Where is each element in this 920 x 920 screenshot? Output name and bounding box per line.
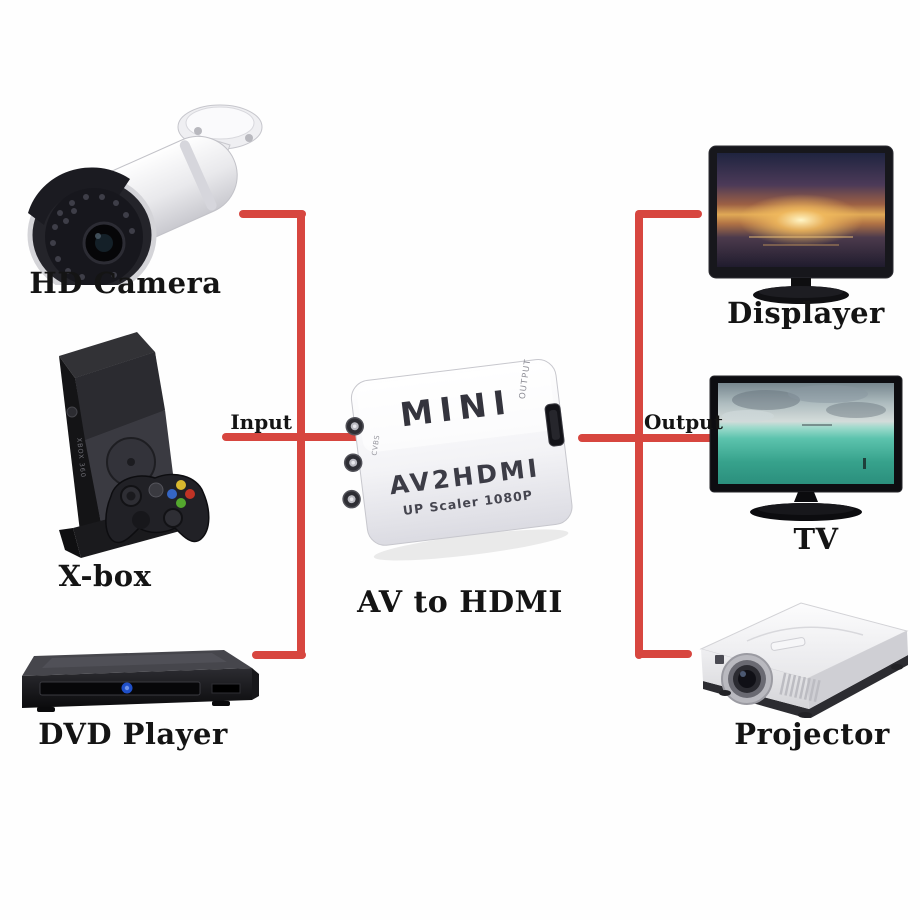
xbox-console: XBOX 360 xyxy=(59,332,191,558)
converter-input-port-label: CVBS xyxy=(371,434,382,456)
tv-neck xyxy=(794,492,818,502)
tv-image xyxy=(709,375,903,521)
dvd-player-label: DVD Player xyxy=(38,717,228,751)
dvd-player-image xyxy=(22,650,259,712)
right-analog-stick xyxy=(163,508,183,528)
projector-vents xyxy=(779,672,821,703)
ir-led-dots xyxy=(50,194,135,284)
converter-image: MINI AV2HDMI UP Scaler 1080P CVBS OUTPUT xyxy=(342,358,573,561)
input-line-bottom-horizontal xyxy=(252,651,306,659)
rca-input-jacks xyxy=(342,416,364,509)
disc-tray xyxy=(39,681,201,696)
displayer-image xyxy=(708,145,894,304)
xbox-label: X-box xyxy=(58,559,152,593)
output-line-top-horizontal xyxy=(636,210,702,218)
projector-lens xyxy=(721,653,773,705)
output-line-mid-horizontal xyxy=(578,434,718,442)
camera-face xyxy=(27,167,157,285)
output-line-bottom-horizontal xyxy=(636,650,692,658)
output-label: Output xyxy=(644,410,723,434)
front-display xyxy=(211,683,241,694)
input-label: Input xyxy=(230,410,292,434)
tv-label: TV xyxy=(793,522,839,556)
hd-camera-label: HD Camera xyxy=(29,266,222,300)
displayer-label: Displayer xyxy=(727,296,885,330)
guide-button xyxy=(148,482,164,498)
hd-camera-image xyxy=(27,104,263,285)
xbox-controller xyxy=(105,473,210,544)
xbox-image: XBOX 360 xyxy=(59,332,210,558)
input-line-top-horizontal xyxy=(239,210,306,218)
abxy-buttons xyxy=(167,480,195,508)
dpad xyxy=(132,511,150,529)
input-line-mid-horizontal xyxy=(222,433,362,441)
projector-label: Projector xyxy=(734,717,890,751)
converter-caption: AV to HDMI xyxy=(357,585,563,620)
projector-image xyxy=(699,602,909,718)
